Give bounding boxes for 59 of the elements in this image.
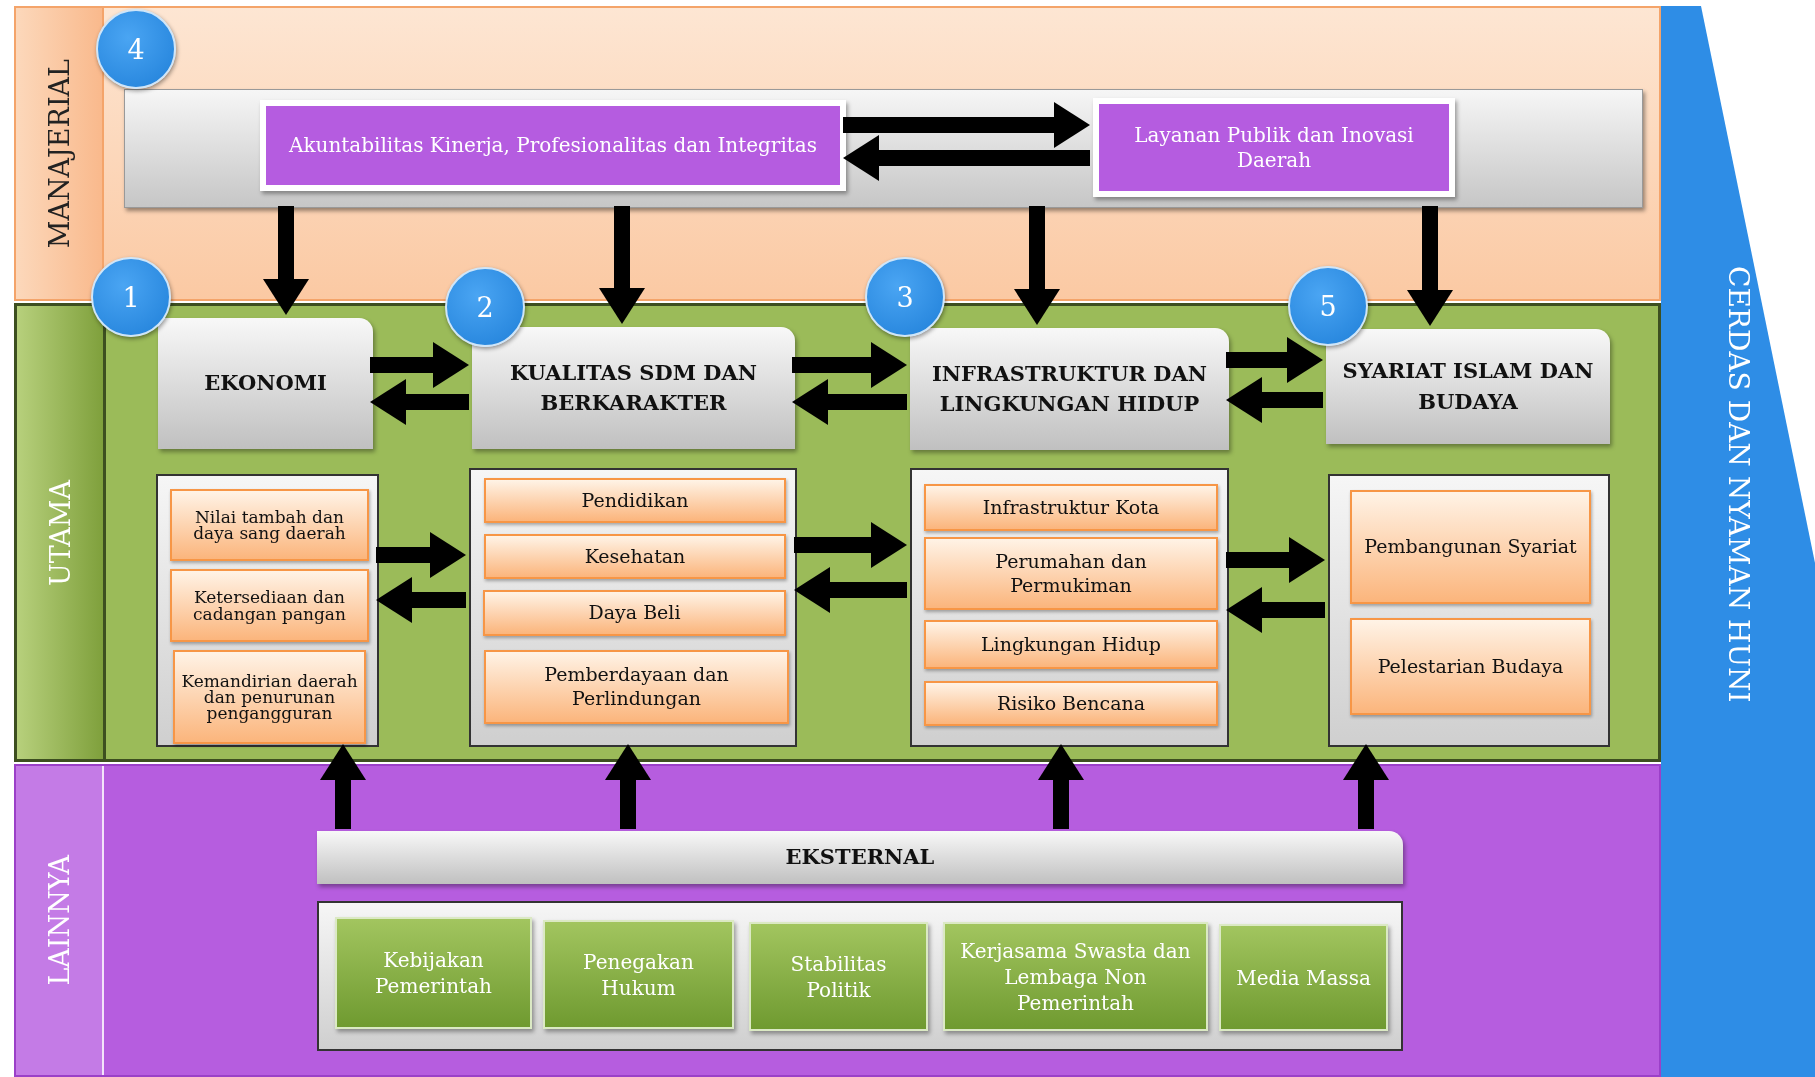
factor-box: Media Massa: [1219, 924, 1388, 1031]
factor-box: Kerjasama Swasta dan Lembaga Non Pemerintah: [943, 922, 1208, 1031]
arrow: [1038, 744, 1084, 829]
category-header: INFRASTRUKTUR DAN LINGKUNGAN HIDUP: [910, 328, 1229, 450]
topic-box: Nilai tambah dan daya sang daerah: [170, 489, 369, 561]
topic-box: Pelestarian Budaya: [1350, 618, 1591, 715]
arrow: [1226, 377, 1323, 423]
group-container: [317, 901, 1403, 1051]
topic-box: Ketersediaan dan cadangan pangan: [170, 569, 369, 642]
section-label: UTAMA: [44, 479, 76, 586]
topic-box: Kesehatan: [484, 534, 786, 579]
group-container: [910, 468, 1229, 747]
arrow: [1226, 537, 1325, 583]
arrow: [1407, 206, 1453, 326]
factor-box: Stabilitas Politik: [749, 922, 928, 1031]
section-label: LAINNYA: [43, 855, 75, 986]
arrow: [263, 206, 309, 315]
panel-background: [124, 89, 1643, 208]
category-header: SYARIAT ISLAM DAN BUDAYA: [1326, 329, 1610, 444]
category-header: KUALITAS SDM DAN BERKARAKTER: [472, 327, 795, 449]
group-container: [1328, 474, 1610, 747]
arrow: [376, 577, 466, 623]
topic-box: Pemberdayaan dan Perlindungan: [484, 650, 789, 724]
section-band: [14, 764, 1661, 1077]
category-header: EKSTERNAL: [317, 831, 1403, 884]
vision-text: CERDAS DAN NYAMAN HUNI: [1721, 266, 1755, 703]
arrow: [794, 522, 907, 568]
topic-box: Perumahan dan Permukiman: [924, 537, 1218, 610]
topic-box: Kemandirian daerah dan penurunan pengangguran: [173, 650, 366, 744]
topic-box: Lingkungan Hidup: [924, 620, 1218, 669]
arrow: [792, 342, 907, 388]
group-container: [469, 468, 797, 747]
number-badge: 4: [96, 9, 176, 89]
topic-box: Pembangunan Syariat: [1350, 490, 1591, 604]
arrow: [843, 102, 1090, 148]
arrow: [320, 744, 366, 829]
arrow: [792, 379, 907, 425]
section-label: MANAJERIAL: [43, 58, 75, 249]
arrow: [1343, 744, 1389, 829]
program-box: Akuntabilitas Kinerja, Profesionalitas dan Integritas: [260, 100, 846, 191]
arrow: [605, 744, 651, 829]
factor-box: Kebijakan Pemerintah: [335, 917, 532, 1029]
program-box: Layanan Publik dan Inovasi Daerah: [1093, 98, 1455, 197]
arrow: [794, 567, 907, 613]
topic-box: Pendidikan: [484, 478, 786, 523]
arrow: [1226, 587, 1325, 633]
arrow: [370, 379, 469, 425]
topic-box: Risiko Bencana: [924, 681, 1218, 726]
arrow: [1226, 337, 1323, 383]
arrow: [1014, 206, 1060, 325]
group-container: [156, 474, 379, 747]
topic-box: Infrastruktur Kota: [924, 484, 1218, 531]
category-header: EKONOMI: [158, 318, 373, 449]
topic-box: Daya Beli: [483, 590, 786, 636]
factor-box: Penegakan Hukum: [543, 920, 734, 1029]
arrow: [376, 532, 466, 578]
arrow: [599, 206, 645, 324]
arrow: [843, 135, 1090, 181]
arrow: [370, 342, 469, 388]
